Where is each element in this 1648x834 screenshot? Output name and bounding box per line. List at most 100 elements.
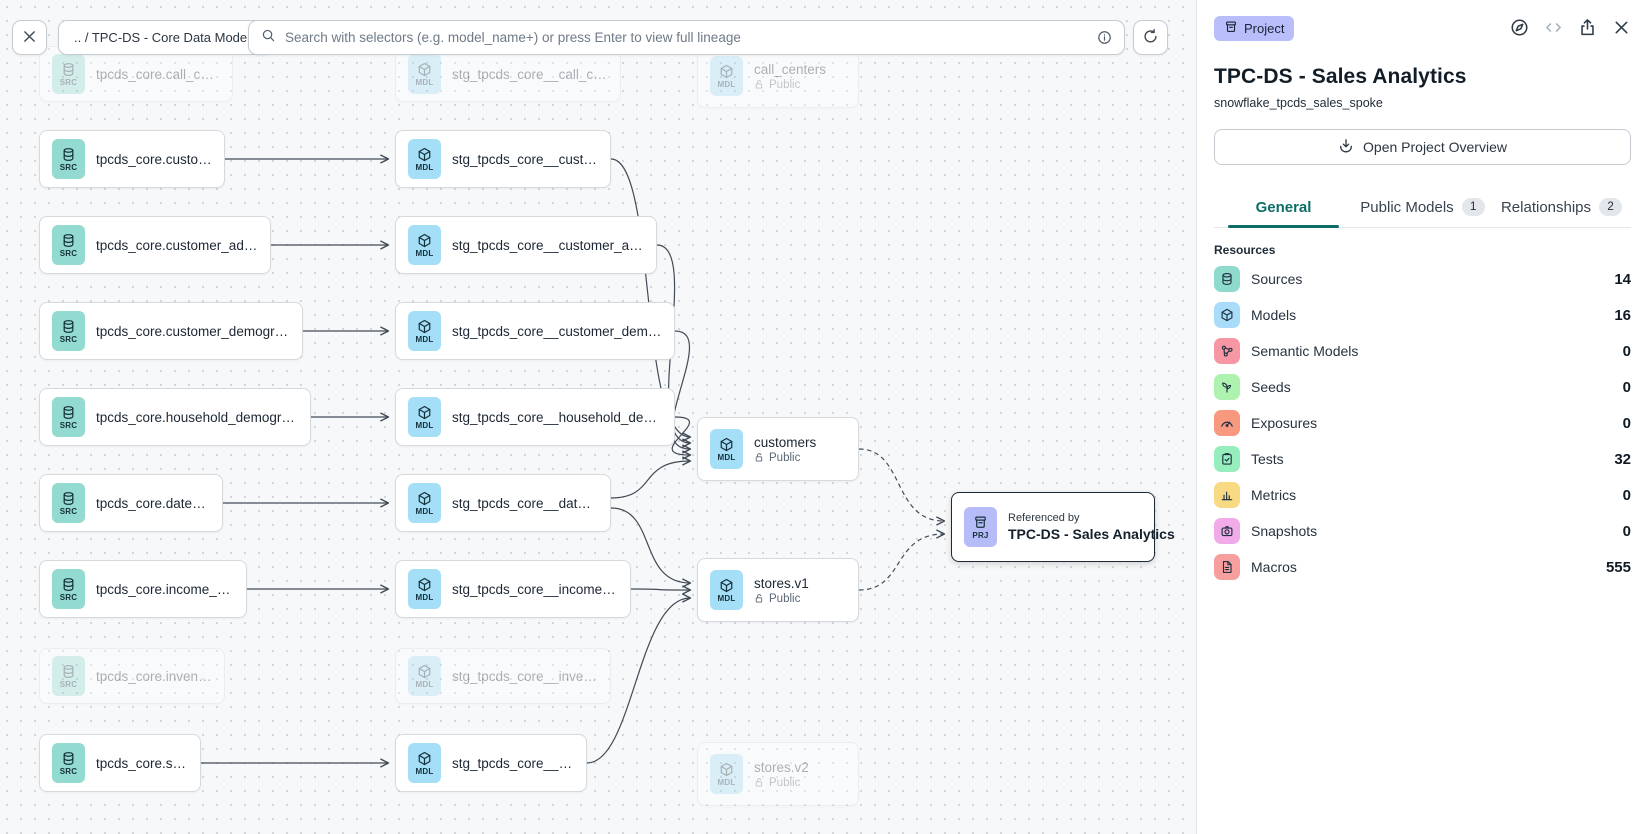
- node-stg-income-band[interactable]: MDLstg_tpcds_core__income_band: [395, 560, 631, 618]
- close-lineage-button[interactable]: [12, 20, 47, 55]
- details-panel: Project TPC-DS - Sales Analytics snowfla…: [1196, 0, 1648, 834]
- share-button[interactable]: [1578, 18, 1597, 40]
- node-access: Public: [754, 777, 809, 789]
- resource-row-macros: Macros555: [1214, 551, 1631, 583]
- node-stg-store[interactable]: MDLstg_tpcds_core__store: [395, 734, 587, 792]
- resource-row-seeds: Seeds0: [1214, 371, 1631, 403]
- node-type-badge: SRC: [60, 593, 78, 602]
- model-icon: MDL: [408, 743, 441, 783]
- file-icon: [1214, 554, 1240, 580]
- breadcrumb-label: .. / TPC-DS - Core Data Models: [74, 30, 257, 45]
- resource-label: Sources: [1251, 271, 1302, 287]
- node-src-income-band[interactable]: SRC tpcds_core.income_band: [39, 560, 247, 618]
- edge-stg_date_dim-to-customers: [611, 461, 690, 498]
- node-prj-sales-analytics[interactable]: PRJReferenced byTPC-DS - Sales Analytics: [951, 492, 1155, 562]
- lock-open-icon: [754, 593, 765, 604]
- node-type-badge: MDL: [416, 249, 434, 258]
- node-type-badge: SRC: [60, 249, 78, 258]
- tab-general[interactable]: General: [1214, 190, 1353, 227]
- resource-row-exposures: Exposures0: [1214, 407, 1631, 439]
- node-type-badge: SRC: [60, 507, 78, 516]
- camera-icon: [1214, 518, 1240, 544]
- node-type-badge: MDL: [416, 78, 434, 87]
- node-stg-customer-address[interactable]: MDL stg_tpcds_core__customer_address: [395, 216, 657, 274]
- explore-button[interactable]: [1510, 18, 1529, 40]
- open-project-overview-button[interactable]: Open Project Overview: [1214, 129, 1631, 165]
- node-src-date-dim[interactable]: SRC tpcds_core.date_dim: [39, 474, 223, 532]
- model-icon: MDL: [408, 54, 441, 94]
- node-label: stg_tpcds_core__call_center: [452, 67, 608, 82]
- source-icon: SRC: [52, 139, 85, 179]
- node-src-customer-demographics[interactable]: SRC tpcds_core.customer_demographics: [39, 302, 303, 360]
- refresh-button[interactable]: [1133, 20, 1168, 55]
- model-icon: MDL: [408, 483, 441, 523]
- project-badge-label: Project: [1244, 21, 1284, 36]
- model-icon: MDL: [408, 225, 441, 265]
- source-icon: SRC: [52, 311, 85, 351]
- node-stg-date-dim[interactable]: MDLstg_tpcds_core__date_dim: [395, 474, 611, 532]
- node-stg-inventory[interactable]: MDL stg_tpcds_core__inventory: [395, 648, 611, 704]
- panel-title: TPC-DS - Sales Analytics: [1214, 65, 1631, 89]
- node-label: tpcds_core.date_dim: [96, 496, 210, 511]
- resource-count: 555: [1606, 559, 1631, 576]
- node-label: customers: [754, 435, 816, 450]
- node-type-badge: MDL: [718, 80, 736, 89]
- node-type-badge: SRC: [60, 767, 78, 776]
- source-icon: SRC: [52, 569, 85, 609]
- node-referenced-by: Referenced by: [1008, 512, 1142, 524]
- node-label: tpcds_core.income_band: [96, 582, 234, 597]
- model-icon: MDL: [710, 429, 743, 469]
- resources-heading: Resources: [1214, 243, 1631, 257]
- node-type-badge: MDL: [718, 453, 736, 462]
- node-stores-v1[interactable]: MDLstores.v1Public: [697, 558, 859, 622]
- resource-label: Tests: [1251, 451, 1284, 467]
- node-src-household-demographics[interactable]: SRCtpcds_core.household_demographics: [39, 388, 311, 446]
- refresh-icon: [1142, 28, 1159, 48]
- node-customers[interactable]: MDLcustomersPublic: [697, 417, 859, 481]
- gauge-icon: [1214, 410, 1240, 436]
- node-stg-household-demographics[interactable]: MDL stg_tpcds_core__household_demographic…: [395, 388, 675, 446]
- model-icon: MDL: [710, 56, 743, 96]
- tab-public-models[interactable]: Public Models1: [1353, 190, 1492, 227]
- node-label: call_centers: [754, 62, 826, 77]
- node-stg-customer[interactable]: MDLstg_tpcds_core__customer: [395, 130, 611, 188]
- node-label: tpcds_core.customer_demographics: [96, 324, 290, 339]
- node-src-customer-address[interactable]: SRCtpcds_core.customer_address: [39, 216, 271, 274]
- resource-label: Seeds: [1251, 379, 1291, 395]
- source-icon: SRC: [52, 656, 85, 696]
- edge-stores_v1-to-prj_sales_analytics: [859, 534, 944, 590]
- tab-relationships[interactable]: Relationships2: [1492, 190, 1631, 227]
- model-icon: MDL: [710, 570, 743, 610]
- node-src-inventory[interactable]: SRC tpcds_core.inventory: [39, 648, 225, 704]
- node-label: stg_tpcds_core__inventory: [452, 669, 598, 684]
- edge-customers-to-prj_sales_analytics: [859, 449, 944, 521]
- breadcrumb[interactable]: .. / TPC-DS - Core Data Models: [58, 20, 273, 55]
- model-icon: MDL: [408, 311, 441, 351]
- resource-label: Exposures: [1251, 415, 1317, 431]
- node-stores-v2[interactable]: MDLstores.v2Public: [697, 742, 859, 806]
- info-icon[interactable]: [1097, 30, 1112, 45]
- node-src-customer[interactable]: SRCtpcds_core.customer: [39, 130, 225, 188]
- compass-icon: [1510, 18, 1529, 40]
- close-icon: [1612, 18, 1631, 40]
- search-bar[interactable]: [248, 20, 1125, 55]
- lineage-canvas[interactable]: SRCtpcds_core.call_centerSRCtpcds_core.c…: [0, 0, 1196, 834]
- node-type-badge: PRJ: [972, 531, 988, 540]
- model-icon: MDL: [408, 397, 441, 437]
- node-type-badge: MDL: [416, 163, 434, 172]
- search-input[interactable]: [285, 30, 1088, 45]
- project-overview-icon: [1338, 138, 1354, 157]
- model-icon: MDL: [408, 139, 441, 179]
- node-stg-customer-demographics[interactable]: MDLstg_tpcds_core__customer_demographics: [395, 302, 675, 360]
- view-code-button[interactable]: [1544, 18, 1563, 40]
- node-type-badge: MDL: [416, 680, 434, 689]
- lock-open-icon: [754, 777, 765, 788]
- resource-row-semantic-models: Semantic Models0: [1214, 335, 1631, 367]
- node-src-store[interactable]: SRCtpcds_core.store: [39, 734, 201, 792]
- node-label: stg_tpcds_core__customer_address: [452, 238, 644, 253]
- node-label: tpcds_core.inventory: [96, 669, 212, 684]
- close-panel-button[interactable]: [1612, 18, 1631, 40]
- panel-tabs: GeneralPublic Models1Relationships2: [1214, 190, 1631, 228]
- node-label: stg_tpcds_core__household_demographics: [452, 410, 662, 425]
